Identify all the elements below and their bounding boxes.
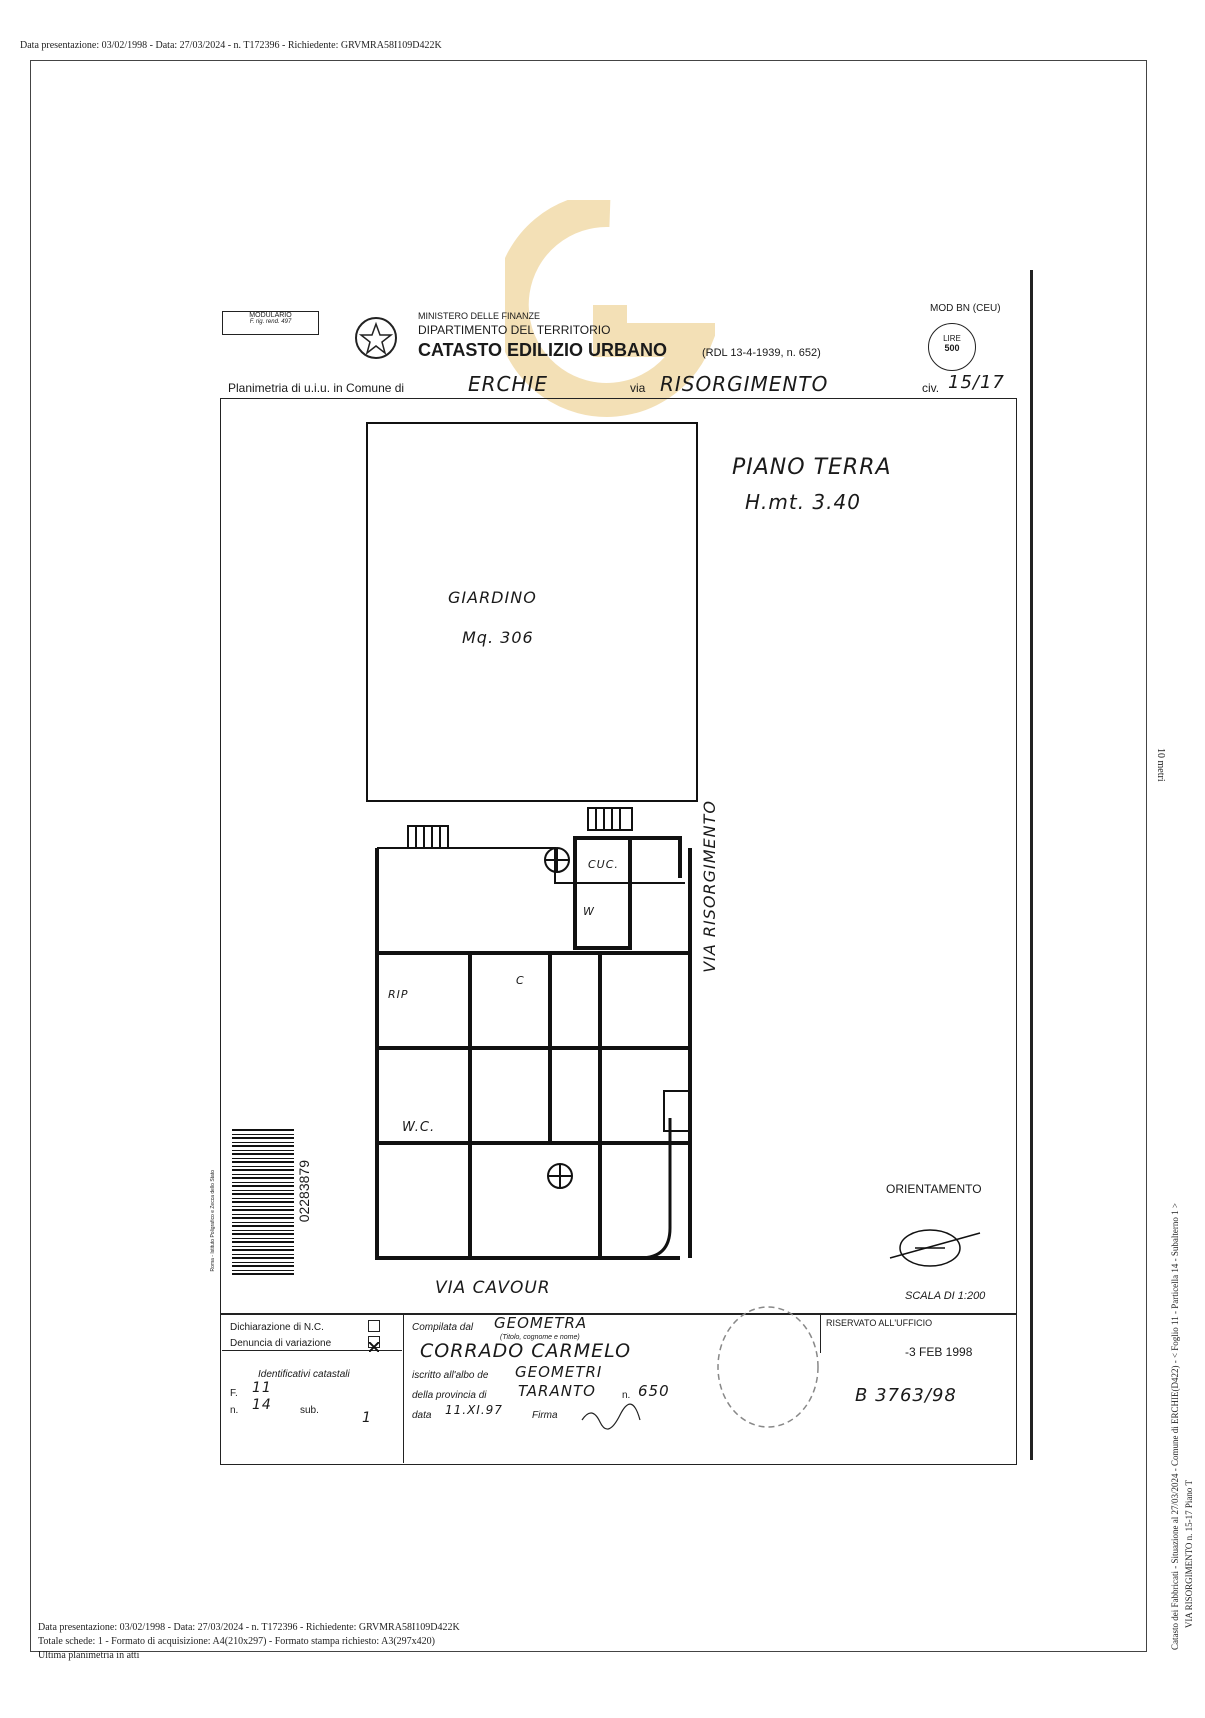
watermark-logo (505, 200, 715, 417)
via-value: RISORGIMENTO (660, 372, 829, 396)
identificativi-label: Identificativi catastali (258, 1369, 350, 1380)
office-stamp-icon (717, 1306, 819, 1428)
top-header: Data presentazione: 03/02/1998 - Data: 2… (20, 40, 442, 51)
sub-label: sub. (300, 1405, 319, 1416)
room-w: W (583, 905, 595, 918)
ministero: MINISTERO DELLE FINANZE (418, 311, 541, 321)
compilata-label: Compilata dal (412, 1322, 474, 1333)
data-label: data (412, 1410, 432, 1421)
bottom-line-1: Data presentazione: 03/02/1998 - Data: 2… (38, 1622, 460, 1633)
modulario-label: MODULARIO (249, 312, 292, 319)
denuncia-checkbox[interactable] (368, 1336, 380, 1353)
numero-label: n. (622, 1390, 631, 1401)
bottom-line-2: Totale schede: 1 - Formato di acquisizio… (38, 1636, 435, 1647)
via-label: via (630, 381, 646, 395)
orientamento-label: ORIENTAMENTO (886, 1182, 982, 1196)
lire-label: LIRE (943, 334, 961, 343)
titolo-label: (Titolo, cognome e nome) (500, 1334, 580, 1341)
dipartimento: DIPARTIMENTO DEL TERRITORIO (418, 323, 611, 337)
altezza-label: H.mt. 3.40 (745, 490, 861, 514)
barcode (232, 1128, 294, 1275)
sub-value: 1 (362, 1410, 372, 1426)
barcode-side-text: Roma - Istituto Poligrafico e Zecca dell… (210, 1170, 216, 1272)
modulario-box: MODULARIO F. rig. rend. 497 (222, 311, 319, 335)
side-catasto-text: Catasto dei Fabbricati - Situazione al 2… (1170, 1203, 1180, 1650)
room-wc: W.C. (402, 1120, 436, 1135)
rdl: (RDL 13-4-1939, n. 652) (702, 347, 821, 359)
side-via-text: VIA RISORGIMENTO n. 15-17 Piano T (1184, 1480, 1194, 1629)
garden-outline (366, 422, 698, 802)
civ-label: civ. (922, 381, 940, 395)
protocollo: B 3763/98 (855, 1385, 957, 1406)
room-cuc: CUC. (588, 858, 619, 871)
provincia-label: della provincia di (412, 1390, 487, 1401)
f-label: F. (230, 1388, 238, 1399)
n-label: n. (230, 1405, 239, 1416)
check-icon (368, 1341, 380, 1353)
outer-frame (30, 60, 1147, 1652)
right-border-line (1030, 270, 1033, 1460)
catasto-title: CATASTO EDILIZIO URBANO (418, 340, 667, 360)
emblem-icon (355, 317, 397, 359)
civ-value: 15/17 (948, 372, 1005, 393)
via-risorgimento-label: VIA RISORGIMENTO (700, 800, 719, 973)
mod-label: MOD BN (CEU) (930, 303, 1001, 314)
dichiarazione-checkbox[interactable] (368, 1320, 380, 1332)
planimetria-label: Planimetria di u.i.u. in Comune di (228, 381, 405, 395)
orientation-icon (889, 1229, 981, 1267)
lire-value: 500 (944, 343, 960, 353)
barcode-number: 02283879 (296, 1160, 312, 1223)
footer-form (220, 1313, 1017, 1465)
room-rip: RIP (388, 988, 409, 1001)
bottom-line-3: Ultima planimetria in atti (38, 1650, 140, 1661)
riservato-label: RISERVATO ALL'UFFICIO (826, 1318, 933, 1328)
nome-value: CORRADO CARMELO (420, 1340, 632, 1362)
comune-value: ERCHIE (468, 372, 549, 396)
modulario-sub: F. rig. rend. 497 (249, 319, 292, 325)
albo-value: GEOMETRI (515, 1363, 603, 1381)
iscritto-label: iscritto all'albo de (412, 1370, 489, 1381)
n-value: 14 (252, 1397, 272, 1413)
floor-plan (366, 422, 981, 1267)
denuncia-label: Denuncia di variazione (230, 1338, 332, 1349)
scala-label: SCALA DI 1:200 (905, 1290, 986, 1302)
f-value: 11 (252, 1380, 272, 1396)
firma-label: Firma (532, 1410, 558, 1421)
data-value: 11.XI.97 (445, 1403, 503, 1417)
stamp-date: -3 FEB 1998 (905, 1345, 973, 1359)
room-c: C (516, 974, 525, 987)
lire-stamp: LIRE 500 (928, 323, 976, 371)
side-scale-label: 10 metri (1155, 748, 1166, 782)
numero-value: 650 (638, 1382, 670, 1400)
giardino-label: GIARDINO (448, 588, 537, 607)
provincia-value: TARANTO (518, 1382, 596, 1400)
via-cavour-label: VIA CAVOUR (435, 1278, 551, 1298)
dichiarazione-label: Dichiarazione di N.C. (230, 1322, 324, 1333)
drawing-frame (220, 398, 1017, 1315)
giardino-mq: Mq. 306 (462, 628, 534, 647)
signature-icon (581, 1403, 641, 1430)
compilata-value: GEOMETRA (494, 1314, 588, 1332)
piano-label: PIANO TERRA (732, 455, 892, 480)
